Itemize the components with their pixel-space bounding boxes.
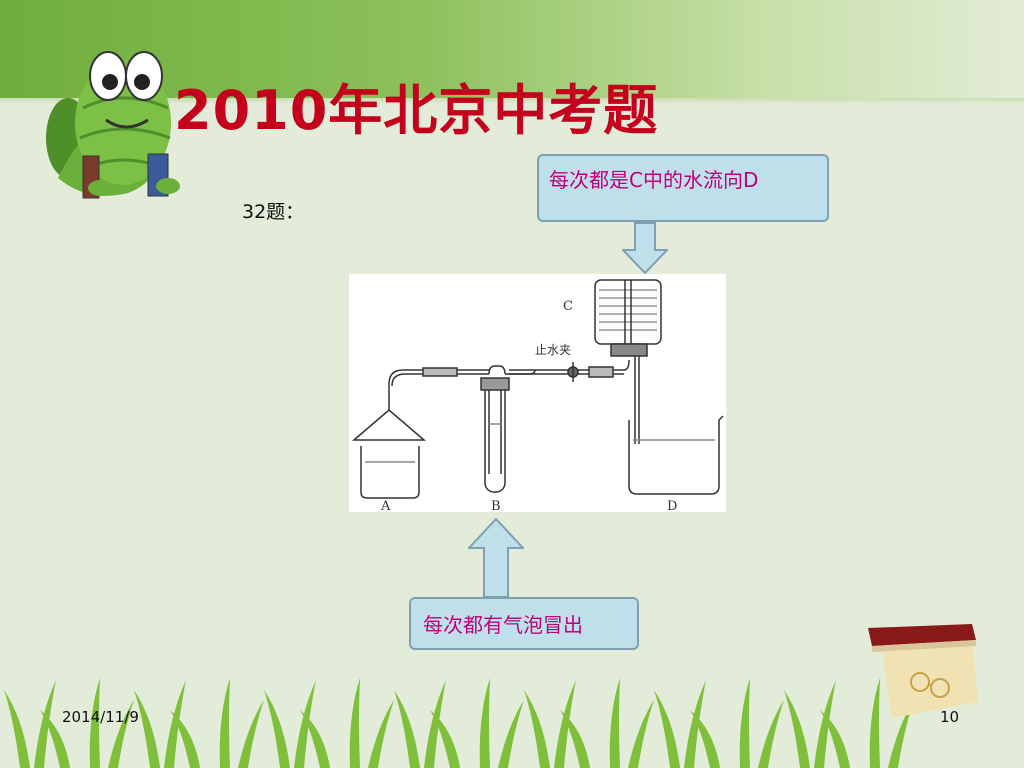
header-band-shade [0,98,1024,104]
callout-top-text: 每次都是C中的水流向D [549,168,759,192]
down-arrow-icon [622,222,668,274]
label-b: B [491,499,501,512]
header-band [0,0,1024,98]
book-glasses-icon [868,624,978,718]
question-label: 32题： [242,201,305,223]
label-d: D [667,499,677,512]
slide-title: 2010年北京中考题 [174,79,659,142]
up-arrow-icon [468,518,524,598]
label-c: C [563,299,573,314]
footer-date: 2014/11/9 [62,708,139,726]
apparatus-diagram: C 止水夹 A B D [349,274,726,512]
callout-top: 每次都是C中的水流向D [537,154,829,222]
callout-bottom: 每次都有气泡冒出 [409,597,639,650]
grass-border-icon [4,678,914,768]
callout-bottom-text: 每次都有气泡冒出 [423,613,583,637]
mascot-worm-icon [46,51,180,199]
page-number: 10 [940,708,960,726]
label-a: A [380,499,391,512]
label-clamp: 止水夹 [535,343,571,357]
